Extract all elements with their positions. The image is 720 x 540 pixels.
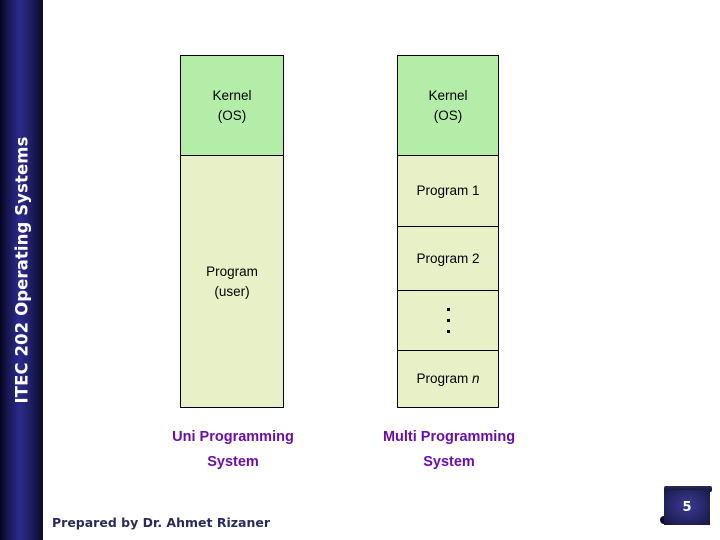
multi-program-ellipsis-cell [398,290,498,350]
uni-caption-line2: System [207,454,259,471]
uni-program-label: Program (user) [206,262,258,301]
multi-kernel-cell: Kernel (OS) [398,56,498,155]
uni-caption-line1: Uni Programming [172,429,294,445]
uni-program-label-line2: (user) [214,283,250,299]
uni-kernel-label-line1: Kernel [212,87,252,103]
sidebar-brand-bar: ITEC 202 Operating Systems [0,0,43,540]
multi-program-n-cell: Program n [398,350,498,407]
uni-program-label-line1: Program [206,263,258,279]
multi-program-2-cell: Program 2 [398,226,498,290]
ellipsis-dot [446,308,450,311]
uni-program-cell: Program (user) [181,155,283,407]
multi-caption-line2: System [423,454,475,471]
page-number-badge-group: 5 [660,486,712,528]
multi-program-2-label: Program 2 [416,250,480,266]
uni-kernel-label: Kernel (OS) [212,86,251,125]
multi-program-n-label-index: n [472,371,480,387]
multi-program-1-label: Program 1 [416,183,480,199]
uni-programming-caption: Uni Programming System [122,425,344,476]
uni-kernel-label-line2: (OS) [217,107,247,123]
multi-kernel-label-line1: Kernel [428,87,468,103]
page-number-badge: 5 [664,490,710,525]
multi-program-1-cell: Program 1 [398,155,498,226]
footer-author-text: Prepared by Dr. Ahmet Rizaner [52,515,270,530]
multi-kernel-label: Kernel (OS) [428,86,467,125]
multi-caption-line1: Multi Programming [382,429,516,445]
multi-program-n-label-prefix: Program [416,371,472,387]
multi-program-n-label: Program n [416,369,479,389]
course-title-vertical: ITEC 202 Operating Systems [12,136,31,404]
badge-top-bar-decoration [664,486,712,492]
multi-programming-column: Kernel (OS) Program 1 Program 2 Program … [397,55,499,408]
multi-programming-caption: Multi Programming System [345,425,553,476]
ellipsis-dot [446,330,450,333]
vertical-ellipsis-icon [398,291,498,350]
uni-programming-column: Kernel (OS) Program (user) [180,55,284,408]
uni-kernel-cell: Kernel (OS) [181,56,283,155]
ellipsis-dot [446,319,450,322]
multi-kernel-label-line2: (OS) [433,107,463,123]
